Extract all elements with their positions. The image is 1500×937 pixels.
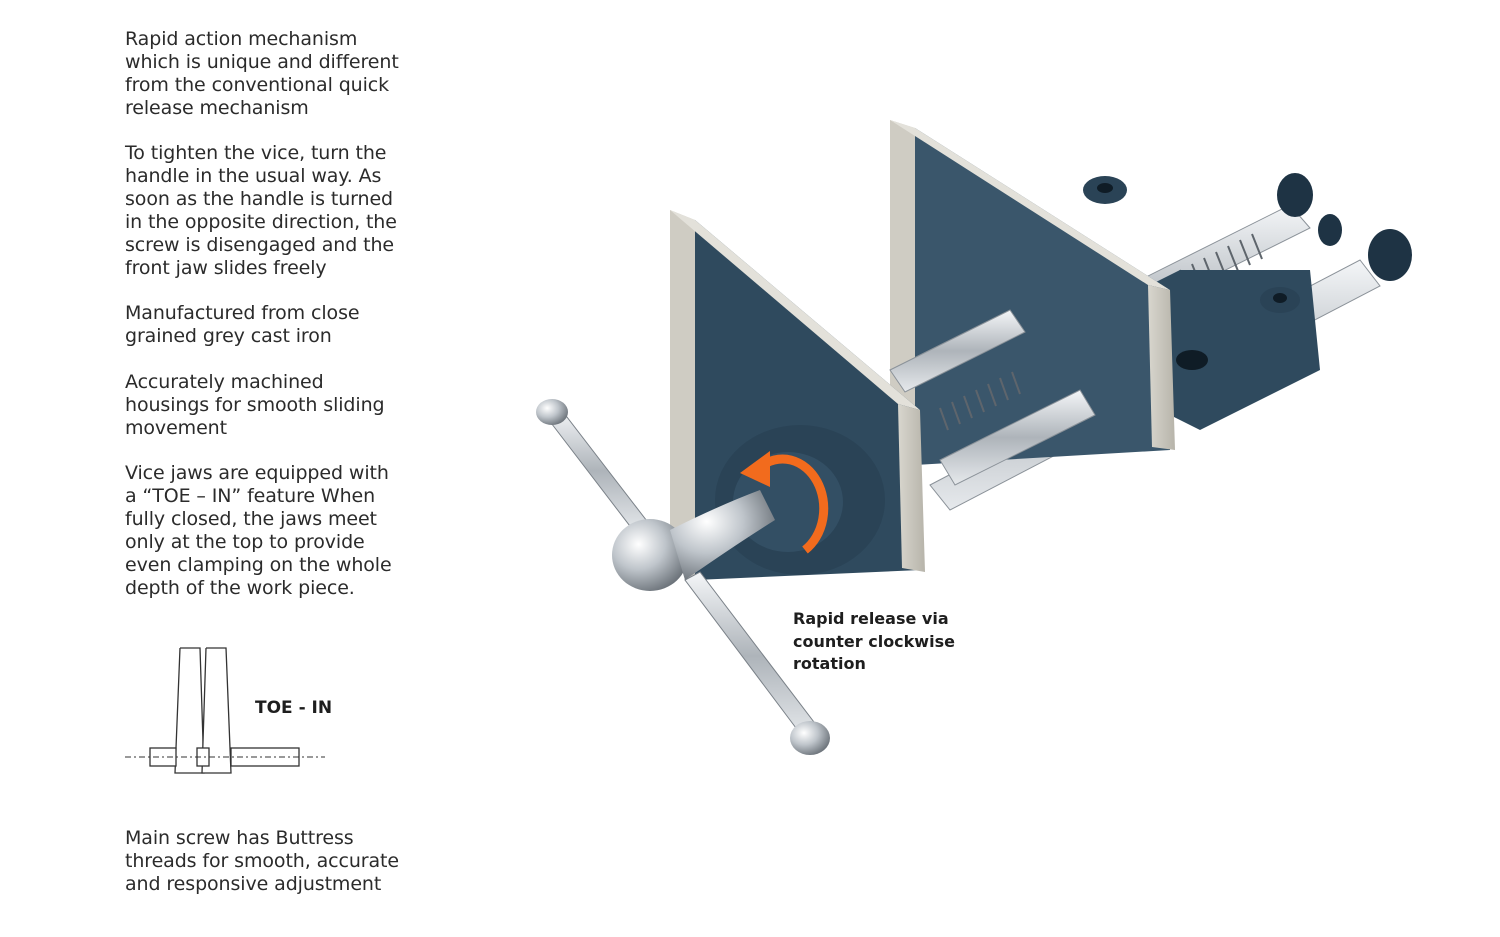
feature-tighten-instructions: To tighten the vice, turn the handle in … (125, 142, 397, 279)
toe-in-label: TOE - IN (255, 698, 333, 718)
toe-in-diagram-icon (125, 647, 325, 774)
feature-buttress-threads: Main screw has Buttress threads for smoo… (125, 827, 399, 895)
feature-toe-in: Vice jaws are equipped with a “TOE – IN”… (125, 462, 392, 599)
rapid-release-callout: Rapid release via counter clockwise rota… (793, 609, 955, 673)
feature-rapid-action: Rapid action mechanism which is unique a… (125, 28, 399, 119)
woodworking-vice-icon (536, 120, 1412, 755)
feature-machined-housings: Accurately machined housings for smooth … (125, 371, 385, 439)
rotation-arrow-icon (740, 451, 829, 554)
feature-cast-iron: Manufactured from close grained grey cas… (125, 302, 360, 347)
